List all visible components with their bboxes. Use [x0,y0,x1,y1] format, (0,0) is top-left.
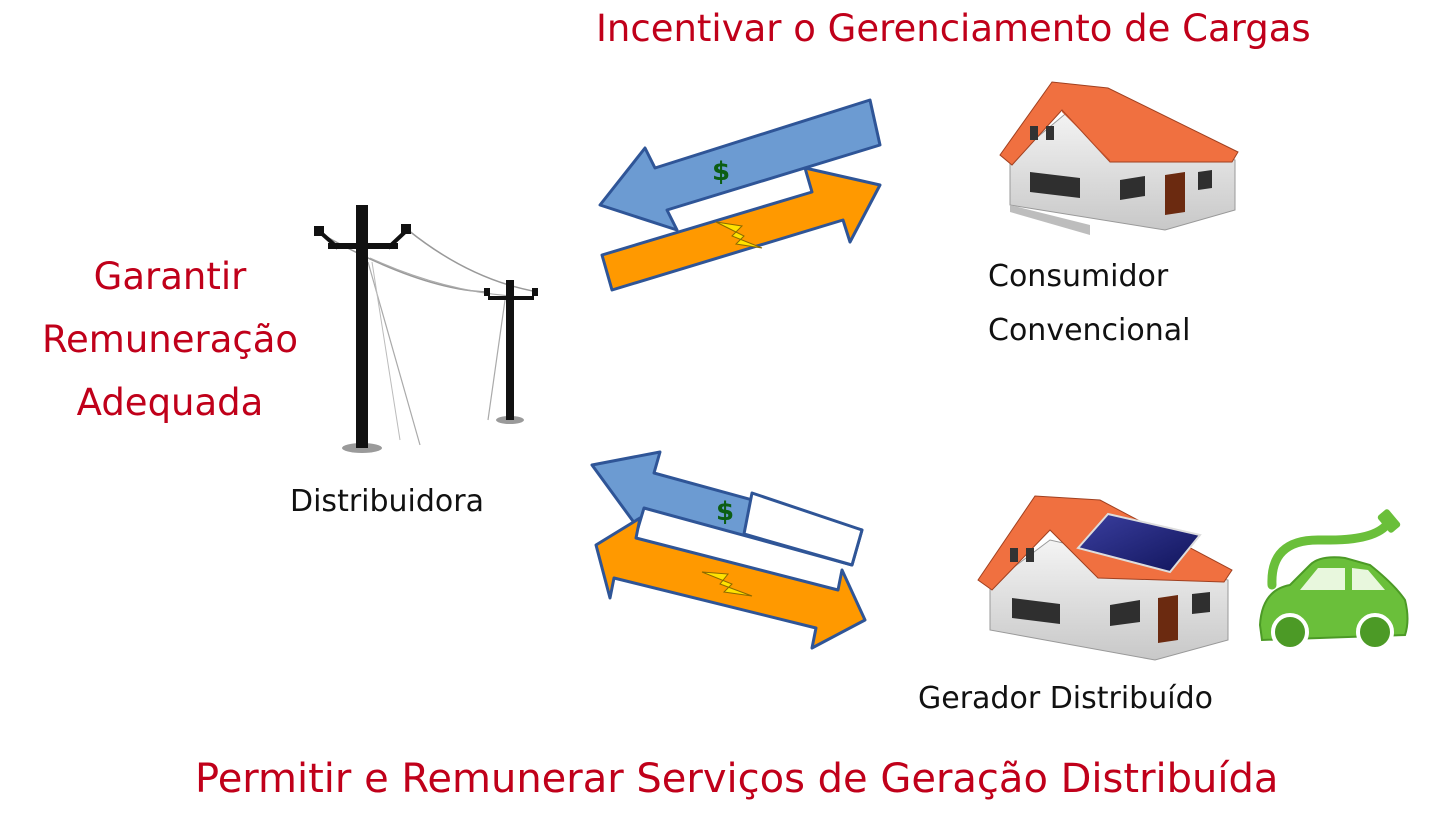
title-left-line2: Remuneração [41,318,299,361]
label-distribuidora: Distribuidora [290,484,485,519]
title-left-line3: Adequada [76,381,264,424]
title-left-line1: Garantir [93,255,247,298]
house-icon [999,81,1239,235]
label-consumidor: Consumidor Convencional [988,250,1190,358]
title-top: Incentivar o Gerenciamento de Cargas [596,7,1311,50]
power-pole-icon [314,205,539,453]
label-gerador: Gerador Distribuído [918,681,1213,716]
lightning-icon [701,571,753,597]
title-left: Garantir Remuneração Adequada [0,245,340,434]
label-consumidor-line2: Convencional [988,313,1191,348]
label-consumidor-line1: Consumidor [988,259,1169,294]
solar-house-icon [977,495,1233,661]
dollar-icon: $ [712,157,730,187]
dollar-icon: $ [716,497,734,527]
money-arrow-top: $ [598,98,882,232]
energy-arrow-bottom [594,516,867,650]
title-bottom: Permitir e Remunerar Serviços de Geração… [195,756,1279,802]
lightning-icon [715,221,763,249]
electric-car-icon [1258,509,1409,651]
energy-arrow-top [600,166,882,292]
